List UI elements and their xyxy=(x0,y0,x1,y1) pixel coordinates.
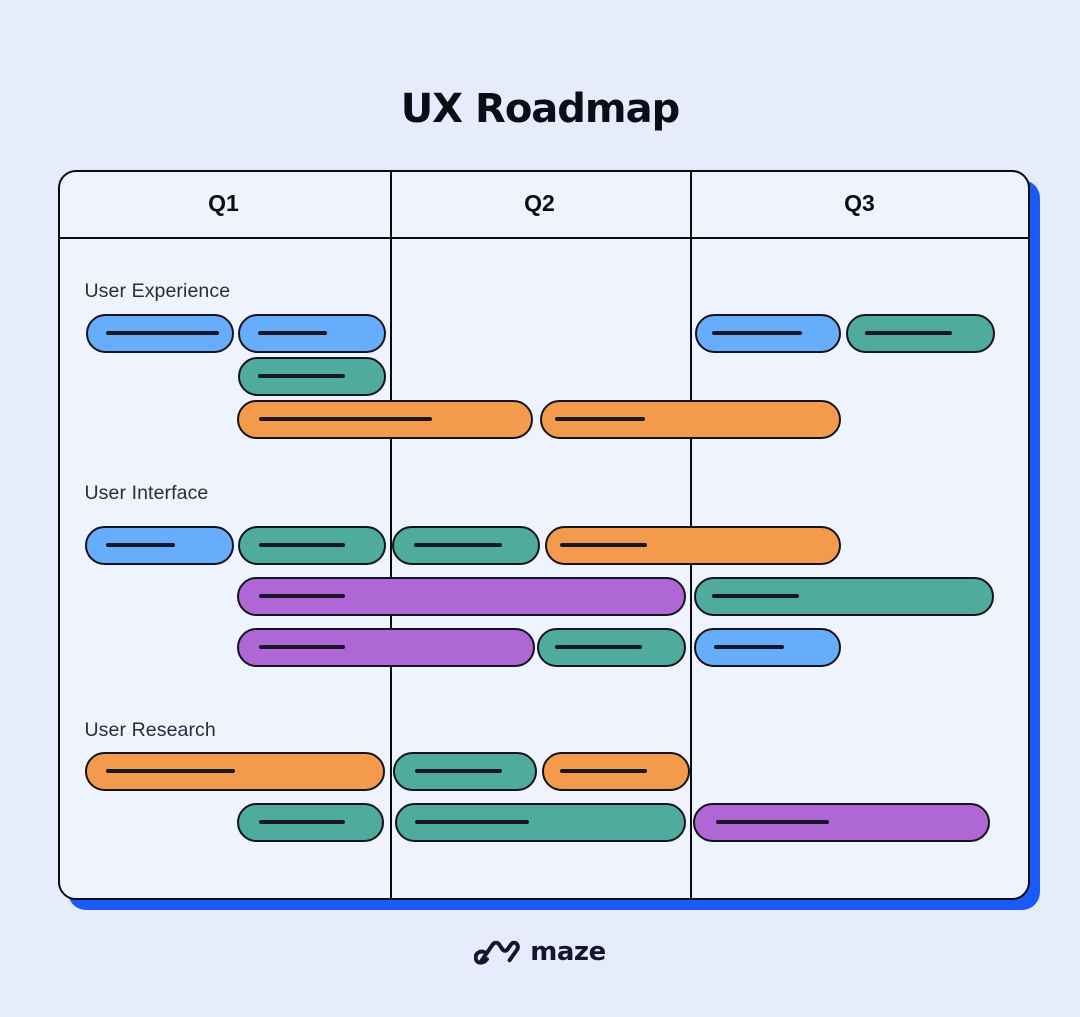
maze-logo-icon xyxy=(474,940,521,965)
bar-text-line xyxy=(258,820,345,824)
roadmap-bar-blue[interactable] xyxy=(694,313,841,353)
roadmap-bar-teal[interactable] xyxy=(845,313,995,353)
maze-logo-text: maze xyxy=(530,937,606,967)
roadmap-bar-purple[interactable] xyxy=(236,576,686,616)
header-divider xyxy=(57,236,1030,239)
section-label: User Research xyxy=(84,718,216,741)
bar-text-line xyxy=(105,543,175,547)
bar-text-line xyxy=(414,820,529,824)
bar-text-line xyxy=(559,769,647,773)
bar-text-line xyxy=(413,543,502,547)
bar-text-line xyxy=(257,331,327,335)
bar-text-line xyxy=(715,820,829,824)
roadmap-bar-teal[interactable] xyxy=(237,356,386,396)
roadmap-bar-teal[interactable] xyxy=(693,576,994,616)
roadmap-bar-teal[interactable] xyxy=(392,751,537,791)
roadmap-bar-orange[interactable] xyxy=(539,399,841,439)
roadmap-bar-orange[interactable] xyxy=(84,751,385,791)
column-header-q2: Q2 xyxy=(524,189,555,216)
column-divider xyxy=(389,169,392,900)
roadmap-bar-teal[interactable] xyxy=(394,802,686,842)
bar-text-line xyxy=(711,331,802,335)
bar-text-line xyxy=(258,645,345,649)
bar-text-line xyxy=(554,645,642,649)
roadmap-bar-blue[interactable] xyxy=(84,525,234,565)
footer-logo: maze xyxy=(0,930,1080,974)
bar-text-line xyxy=(258,417,432,421)
roadmap-bar-purple[interactable] xyxy=(236,627,535,667)
bar-text-line xyxy=(258,594,345,598)
roadmap-bar-teal[interactable] xyxy=(391,525,540,565)
roadmap-bar-blue[interactable] xyxy=(237,313,386,353)
roadmap-bar-orange[interactable] xyxy=(236,399,533,439)
roadmap-bar-blue[interactable] xyxy=(693,627,841,667)
bar-text-line xyxy=(258,543,345,547)
roadmap-bar-orange[interactable] xyxy=(544,525,841,565)
roadmap-bar-teal[interactable] xyxy=(237,525,386,565)
section-label: User Interface xyxy=(84,481,209,504)
bar-text-line xyxy=(105,331,219,335)
roadmap-bar-teal[interactable] xyxy=(536,627,686,667)
bar-text-line xyxy=(713,645,784,649)
column-header-q3: Q3 xyxy=(844,189,875,216)
roadmap-bar-blue[interactable] xyxy=(85,313,234,353)
section-label: User Experience xyxy=(84,279,231,302)
roadmap-bar-purple[interactable] xyxy=(692,802,990,842)
page-title: UX Roadmap xyxy=(400,86,680,132)
bar-text-line xyxy=(559,543,647,547)
bar-text-line xyxy=(105,769,235,773)
roadmap-bar-teal[interactable] xyxy=(236,802,384,842)
bar-text-line xyxy=(414,769,502,773)
bar-text-line xyxy=(864,331,952,335)
roadmap-bar-orange[interactable] xyxy=(541,751,690,791)
bar-text-line xyxy=(554,417,645,421)
column-header-q1: Q1 xyxy=(208,189,239,216)
bar-text-line xyxy=(711,594,799,598)
bar-text-line xyxy=(257,374,345,378)
